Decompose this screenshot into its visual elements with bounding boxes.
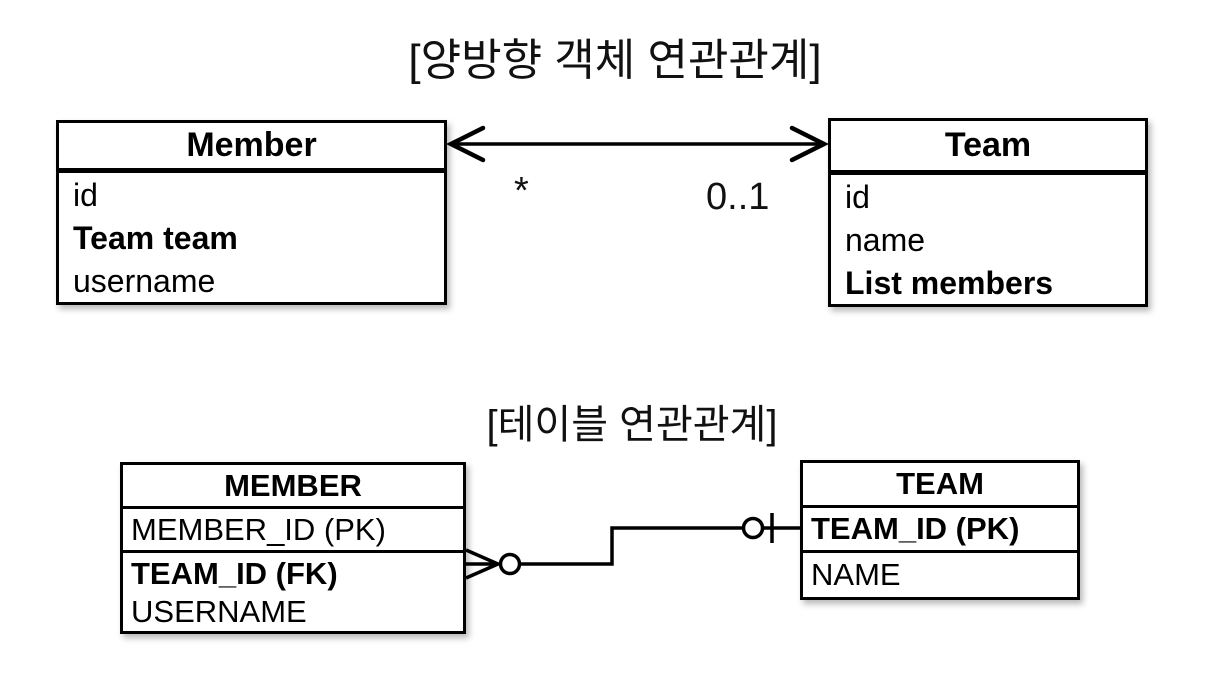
member-table-row-team-id: TEAM_ID (FK) (131, 556, 338, 591)
team-table-box: TEAM TEAM_ID (PK) NAME (800, 460, 1080, 600)
member-class-name: Member (59, 123, 444, 173)
object-association-title: [양방향 객체 연관관계] (408, 36, 822, 85)
member-multiplicity-label: * (514, 170, 529, 212)
optional-circle-team-side-icon (741, 516, 765, 540)
member-class-fields: id Team team username (59, 173, 444, 303)
connector-elbow-line (519, 526, 743, 566)
team-class-fields: id name List members (831, 175, 1145, 305)
optional-circle-member-side-icon (498, 552, 522, 576)
member-field-username: username (73, 263, 216, 299)
crows-foot-connector (465, 513, 800, 580)
table-association-title: [테이블 연관관계] (486, 403, 778, 447)
member-table-row-member-id: MEMBER_ID (PK) (123, 509, 463, 553)
bidirectional-arrow (445, 125, 830, 163)
team-multiplicity-label: 0..1 (706, 176, 770, 218)
member-class-box: Member id Team team username (56, 120, 447, 305)
team-table-name: TEAM (803, 463, 1077, 508)
team-class-name: Team (831, 121, 1145, 175)
team-table-row-name: NAME (811, 557, 901, 592)
member-table-name: MEMBER (123, 465, 463, 509)
team-field-id: id (845, 179, 870, 215)
team-class-box: Team id name List members (828, 118, 1148, 307)
member-table-row-username: USERNAME (131, 594, 307, 629)
team-table-row-team-id: TEAM_ID (PK) (803, 508, 1077, 553)
arrowhead-right-icon (789, 125, 830, 163)
team-field-members: List members (845, 265, 1054, 301)
member-table-box: MEMBER MEMBER_ID (PK) TEAM_ID (FK) USERN… (120, 462, 466, 634)
team-field-name: name (845, 222, 926, 258)
member-field-id: id (73, 177, 98, 213)
member-field-team: Team team (73, 220, 238, 256)
many-crows-foot-icon (465, 548, 503, 580)
arrowhead-left-icon (445, 125, 486, 163)
